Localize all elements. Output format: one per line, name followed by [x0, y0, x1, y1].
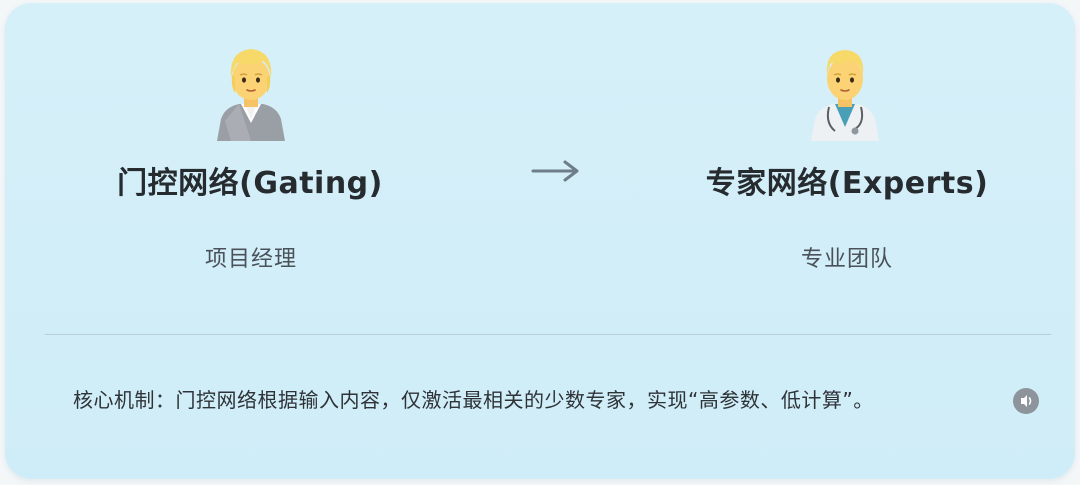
- right-arrow-icon: [531, 156, 581, 186]
- divider: [45, 334, 1051, 335]
- experts-role: 专业团队: [800, 247, 894, 272]
- experts-title: 专家网络(Experts): [705, 166, 989, 201]
- mechanism-label: 核心机制：: [73, 388, 176, 412]
- mechanism-body: 门控网络根据输入内容，仅激活最相关的少数专家，实现“高参数、低计算”。: [175, 388, 874, 412]
- gating-title: 门控网络(Gating): [117, 166, 383, 201]
- moe-explainer-card: 门控网络(Gating) 项目经理 专家网络(Experts) 专业团队 核心机…: [5, 3, 1075, 479]
- health-worker-icon: [805, 41, 885, 141]
- office-worker-icon: [211, 41, 291, 141]
- mechanism-text: 核心机制：门控网络根据输入内容，仅激活最相关的少数专家，实现“高参数、低计算”。: [73, 384, 874, 413]
- gating-role: 项目经理: [204, 247, 298, 272]
- read-aloud-icon[interactable]: [1013, 388, 1039, 414]
